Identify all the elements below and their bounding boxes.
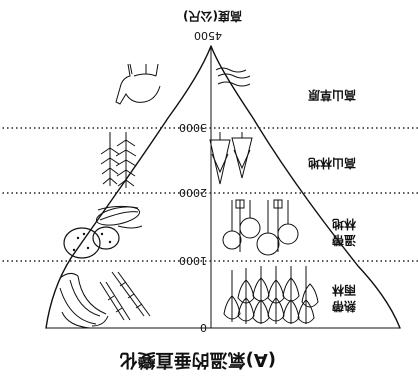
tick-label-2000: 2000: [179, 186, 207, 199]
zone-label-alpine-forest: 高山林地: [308, 156, 356, 171]
zone-label-temperate-2: 林地: [332, 217, 356, 232]
sugarcane-icon: [99, 271, 151, 321]
zone-label-temperate-1: 溫帶: [332, 233, 356, 248]
corn-icon: [95, 205, 143, 229]
zone-label-tropical-2: 雨林: [332, 283, 356, 298]
tick-label-4500: 4500: [194, 29, 222, 42]
diagram-title: (A)氣溫的垂直變化: [120, 349, 276, 371]
zone-label-alpine-meadow: 高山草原: [308, 88, 356, 103]
tick-label-0: 0: [200, 321, 207, 334]
zone-label-tropical-1: 熱帶: [332, 299, 356, 314]
axis-label: 高度(公尺): [183, 9, 242, 24]
broadleaf-tree-icon: [222, 199, 299, 256]
banana-icon: [59, 272, 109, 329]
conifer-tree-icon: [209, 132, 253, 185]
pine-tree-icon: [100, 132, 137, 188]
tick-label-1000: 1000: [179, 254, 207, 267]
potato-icon: [63, 226, 120, 259]
tropical-tree-icon: [223, 266, 319, 324]
llama-icon: [115, 63, 161, 105]
grass-icon: [215, 67, 251, 87]
tick-label-3000: 3000: [179, 121, 207, 134]
